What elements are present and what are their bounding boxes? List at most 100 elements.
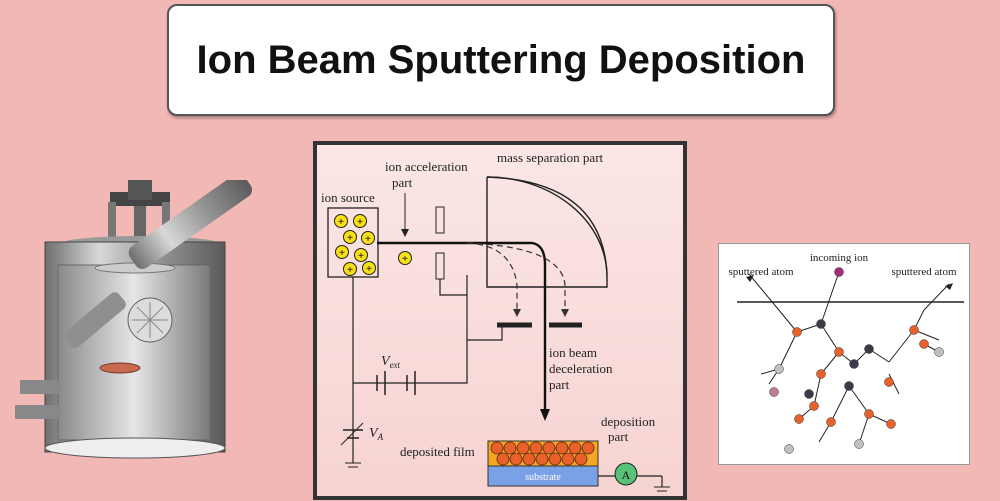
film-atom <box>555 441 569 455</box>
cascade-atom <box>909 325 919 335</box>
film-atom <box>503 441 517 455</box>
cascade-path <box>830 385 850 423</box>
cascade-path <box>778 331 798 370</box>
cascade-atom <box>854 439 864 449</box>
cascade-atom <box>834 267 844 277</box>
sputtering-cascade-diagram: incoming ion sputtered atom sputtered at… <box>728 252 964 454</box>
accel-electrode-bottom <box>435 252 445 280</box>
mass-separator-magnet <box>486 176 608 288</box>
ammeter-icon <box>614 462 638 486</box>
film-atom <box>548 452 562 466</box>
ion-beam-label: ion beam <box>549 345 597 360</box>
vacuum-chamber-illustration <box>15 180 253 459</box>
film-atom <box>581 441 595 455</box>
ion-particle: + <box>335 245 349 259</box>
title-box: Ion Beam Sputtering Deposition <box>167 4 835 116</box>
sputtering-cascade-panel: incoming ion sputtered atom sputtered at… <box>718 243 970 465</box>
ion-beam-path <box>377 241 547 415</box>
ammeter-label: A <box>622 468 631 482</box>
side-port <box>15 380 60 419</box>
ion-particle: + <box>362 261 376 275</box>
cascade-atom <box>849 359 859 369</box>
cascade-path <box>820 271 840 325</box>
cascade-atom <box>809 401 819 411</box>
cascade-atom <box>826 417 836 427</box>
cascade-atom <box>792 327 802 337</box>
cascade-atom <box>784 444 794 454</box>
film-atom <box>535 452 549 466</box>
ion-particle: + <box>353 214 367 228</box>
cascade-atom <box>769 387 779 397</box>
substrate-holder <box>99 362 141 374</box>
film-atom <box>496 452 510 466</box>
cascade-atom <box>794 414 804 424</box>
svg-text:+: + <box>339 247 345 259</box>
cascade-path <box>813 373 822 407</box>
ion-particle: + <box>361 231 375 245</box>
ion-particle: + <box>343 230 357 244</box>
cascade-atom <box>816 319 826 329</box>
svg-text:+: + <box>366 263 372 275</box>
cascade-atom <box>864 409 874 419</box>
ion-gun-tube <box>64 180 253 348</box>
film-atom <box>522 452 536 466</box>
ion-particles: +++++++++ <box>334 214 412 276</box>
chamber-body <box>44 241 226 459</box>
ion-beam-label-3: part <box>549 377 570 392</box>
sputtered-atom-label-right: sputtered atom <box>891 266 957 278</box>
ion-beam-label-2: deceleration <box>549 361 613 376</box>
cascade-path <box>748 273 798 333</box>
va-label: VA <box>369 426 384 442</box>
svg-text:+: + <box>338 216 344 228</box>
cascade-atom <box>934 347 944 357</box>
substrate-label: substrate <box>525 472 561 483</box>
cascade-atom <box>816 369 826 379</box>
film-atom <box>568 441 582 455</box>
incoming-ion-label: incoming ion <box>810 252 869 264</box>
ion-particle: + <box>398 251 412 265</box>
cascade-atom <box>834 347 844 357</box>
cascade-path <box>820 323 840 353</box>
svg-text:+: + <box>358 250 364 262</box>
svg-text:+: + <box>402 253 408 265</box>
ion-acceleration-label: ion acceleration <box>385 159 468 174</box>
svg-text:+: + <box>347 232 353 244</box>
page-title: Ion Beam Sputtering Deposition <box>196 37 806 82</box>
cascade-atom <box>884 377 894 387</box>
film-atom <box>529 441 543 455</box>
film-atoms <box>490 441 595 466</box>
cascade-path <box>848 385 870 415</box>
svg-text:+: + <box>357 216 363 228</box>
cascade-path <box>858 413 870 445</box>
cascade-atom <box>919 339 929 349</box>
ion-source-label: ion source <box>321 190 375 205</box>
ion-particle: + <box>354 248 368 262</box>
deposition-label: deposition <box>601 414 656 429</box>
cascade-path <box>888 329 915 363</box>
vext-label: Vext <box>381 354 401 370</box>
cascade-path <box>923 283 950 311</box>
film-atom <box>574 452 588 466</box>
ion-beam-schematic-panel: ion source +++++++++ ion acceleration pa… <box>313 141 687 500</box>
film-atom <box>561 452 575 466</box>
cascade-atom <box>864 344 874 354</box>
cascade-atom <box>804 389 814 399</box>
deposited-film-label: deposited film <box>400 444 475 459</box>
film-atom <box>516 441 530 455</box>
film-atom <box>509 452 523 466</box>
film-atom <box>490 441 504 455</box>
ion-acceleration-label-2: part <box>392 175 413 190</box>
film-atom <box>542 441 556 455</box>
svg-text:+: + <box>347 264 353 276</box>
svg-text:+: + <box>365 233 371 245</box>
collision-cascade <box>746 267 953 454</box>
sputter-target <box>127 297 173 343</box>
cascade-path <box>888 373 900 395</box>
cascade-atom <box>774 364 784 374</box>
ion-beam-schematic: ion source +++++++++ ion acceleration pa… <box>321 150 670 492</box>
accel-electrode-top <box>435 206 445 234</box>
sputtered-atom-label-left: sputtered atom <box>728 266 794 278</box>
ion-particle: + <box>334 214 348 228</box>
mass-separation-label: mass separation part <box>497 150 604 165</box>
deposition-label-2: part <box>608 429 629 444</box>
